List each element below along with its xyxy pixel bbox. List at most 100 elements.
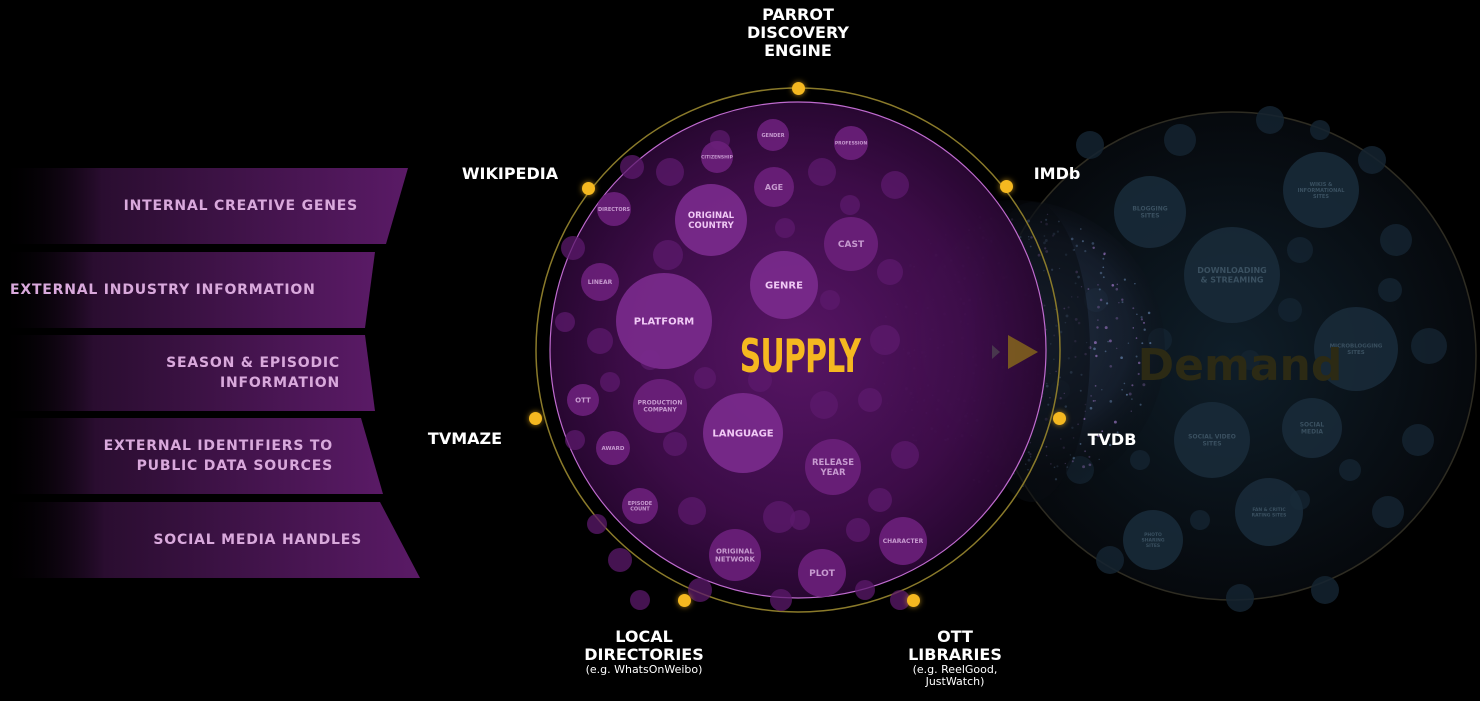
banner-label: SOCIAL MEDIA HANDLES bbox=[153, 532, 362, 548]
source-local-directories-label: LOCAL DIRECTORIES (e.g. WhatsOnWeibo) bbox=[570, 628, 718, 676]
demand-bubble-label: DOWNLOADING& STREAMING bbox=[1197, 266, 1266, 285]
supply-bubble-cast: CAST bbox=[824, 217, 878, 271]
banner-5: SOCIAL MEDIA HANDLES bbox=[0, 502, 420, 578]
supply-bubble-label: CAST bbox=[838, 240, 865, 250]
supply-bubble-decor bbox=[630, 590, 650, 610]
demand-bubble-downloading: DOWNLOADING& STREAMING bbox=[1184, 227, 1280, 323]
demand-bubble-decor bbox=[1311, 576, 1339, 604]
demand-title: Demand bbox=[1137, 340, 1343, 391]
supply-bubble-label: CHARACTER bbox=[883, 538, 924, 545]
source-ott-libraries-name: OTT LIBRARIES bbox=[908, 627, 1002, 664]
supply-bubble-label: DIRECTORS bbox=[598, 207, 630, 213]
supply-bubble-decor bbox=[748, 368, 772, 392]
source-wikipedia-label: WIKIPEDIA bbox=[461, 164, 559, 183]
supply-bubble-decor bbox=[656, 158, 684, 186]
banner-label: EXTERNAL INDUSTRY INFORMATION bbox=[10, 282, 316, 298]
supply-bubble-decor bbox=[877, 259, 903, 285]
supply-bubble-label: LINEAR bbox=[588, 279, 613, 286]
supply-bubble-decor bbox=[868, 488, 892, 512]
supply-bubble-label: CITIZENSHIP bbox=[701, 155, 734, 161]
banner-3: SEASON & EPISODIC INFORMATION bbox=[0, 335, 375, 411]
supply-bubble-plot: PLOT bbox=[798, 549, 846, 597]
supply-bubble-decor bbox=[820, 290, 840, 310]
supply-bubble-decor bbox=[653, 240, 683, 270]
supply-bubble-decor bbox=[763, 501, 795, 533]
supply-bubble-decor bbox=[790, 510, 810, 530]
demand-bubble-decor bbox=[1240, 350, 1260, 370]
banner-shape bbox=[0, 252, 375, 328]
supply-bubble-label: OTT bbox=[575, 396, 591, 404]
source-tvmaze-label: TVMAZE bbox=[427, 429, 503, 448]
demand-bubble-decor bbox=[1096, 546, 1124, 574]
supply-bubble-decor bbox=[608, 548, 632, 572]
supply-bubble-decor bbox=[587, 514, 607, 534]
orbit-dot-tvdb bbox=[1053, 412, 1066, 425]
supply-bubble-citizenship: CITIZENSHIP bbox=[701, 141, 734, 173]
supply-bubble-gender: GENDER bbox=[757, 119, 789, 151]
supply-bubble-decor bbox=[663, 432, 687, 456]
demand-bubble-decor bbox=[1164, 124, 1196, 156]
supply-bubble-decor bbox=[770, 589, 792, 611]
supply-bubble-label: GENDER bbox=[761, 133, 784, 139]
demand-bubble-decor bbox=[1278, 298, 1302, 322]
supply-bubble-decor bbox=[855, 580, 875, 600]
supply-bubble-platform: PLATFORM bbox=[616, 273, 712, 369]
orbit-dot-imdb bbox=[1000, 180, 1013, 193]
demand-bubble-decor bbox=[1310, 120, 1330, 140]
banner-shape bbox=[0, 335, 375, 411]
source-ott-libraries-label: OTT LIBRARIES (e.g. ReelGood, JustWatch) bbox=[900, 628, 1010, 688]
banner-label: EXTERNAL IDENTIFIERS TO PUBLIC DATA SOUR… bbox=[103, 438, 333, 474]
source-local-directories-example: (e.g. WhatsOnWeibo) bbox=[585, 663, 703, 676]
supply-bubble-decor bbox=[678, 497, 706, 525]
supply-bubble-decor bbox=[891, 441, 919, 469]
supply-bubble-label: PROFESSION bbox=[835, 141, 868, 147]
demand-bubble-decor bbox=[1287, 237, 1313, 263]
supply-bubble-decor bbox=[881, 171, 909, 199]
supply-bubble-decor bbox=[870, 325, 900, 355]
banner-2: EXTERNAL INDUSTRY INFORMATION bbox=[0, 252, 375, 328]
supply-bubble-label: PLATFORM bbox=[634, 317, 695, 328]
supply-bubble-label: GENRE bbox=[765, 281, 803, 292]
demand-bubble-decor bbox=[1380, 224, 1412, 256]
supply-bubble-decor bbox=[600, 372, 620, 392]
supply-bubble-decor bbox=[840, 195, 860, 215]
supply-bubble-label: LANGUAGE bbox=[712, 429, 773, 440]
supply-title: SUPPLY bbox=[739, 329, 861, 383]
banner-1: INTERNAL CREATIVE GENES bbox=[0, 168, 408, 244]
supply-bubble-decor bbox=[775, 218, 795, 238]
demand-bubble-decor bbox=[1411, 328, 1447, 364]
supply-bubble-directors: DIRECTORS bbox=[597, 192, 631, 226]
supply-bubble-genre: GENRE bbox=[750, 251, 818, 319]
banner-shape bbox=[0, 502, 420, 578]
supply-bubble-label: AGE bbox=[765, 183, 783, 192]
banner-shape bbox=[0, 418, 383, 494]
orbit-dot-tvmaze bbox=[529, 412, 542, 425]
banner-shape bbox=[0, 168, 408, 244]
supply-bubble-ott: OTT bbox=[567, 384, 599, 416]
supply-bubble-language: LANGUAGE bbox=[703, 393, 783, 473]
banner-4: EXTERNAL IDENTIFIERS TO PUBLIC DATA SOUR… bbox=[0, 418, 383, 494]
supply-bubble-decor bbox=[561, 236, 585, 260]
supply-bubble-decor bbox=[555, 312, 575, 332]
demand-bubble-decor bbox=[1130, 450, 1150, 470]
orbit-dot-ott-libraries bbox=[907, 594, 920, 607]
demand-bubble-decor bbox=[1226, 584, 1254, 612]
